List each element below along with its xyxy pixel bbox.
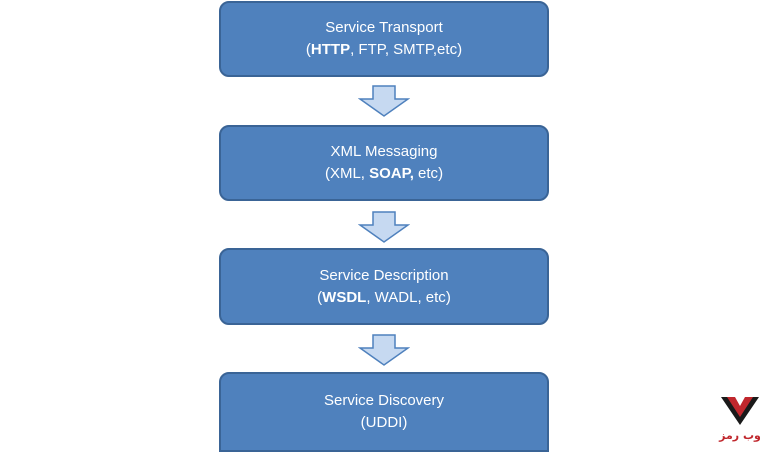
service-description-box: Service Description (WSDL, WADL, etc) [219,248,549,325]
protocol-bold: HTTP [310,41,351,58]
format-rest: etc [413,165,439,182]
box-title: XML Messaging [330,143,438,160]
box-subtitle: (UDDI) [360,414,408,431]
format-text: XML, [329,165,370,182]
format-bold: SOAP, [369,165,414,182]
down-arrow-icon [358,85,410,117]
down-arrow-icon [358,211,410,243]
description-rest: , WADL, etc [366,288,446,306]
xml-messaging-box: XML Messaging (XML, SOAP, etc) [219,125,549,201]
discovery-text: UDDI [365,414,403,431]
description-bold: WSDL [322,288,367,306]
service-discovery-box: Service Discovery (UDDI) [219,372,549,452]
box-subtitle: (WSDL, WADL, etc) [317,288,451,306]
webramz-logo-icon: وب رمز [718,397,761,442]
box-title: Service Description [319,266,449,284]
box-title: Service Discovery [323,392,445,409]
box-title: Service Transport [325,19,443,36]
box-subtitle: (XML, SOAP, etc) [324,165,444,182]
box-subtitle: (HTTP, FTP, SMTP,etc) [305,41,463,58]
service-transport-box: Service Transport (HTTP, FTP, SMTP,etc) [219,1,549,77]
protocol-rest: , FTP, SMTP,etc [350,41,458,58]
watermark-text: وب رمز [718,429,761,442]
down-arrow-icon [358,334,410,366]
